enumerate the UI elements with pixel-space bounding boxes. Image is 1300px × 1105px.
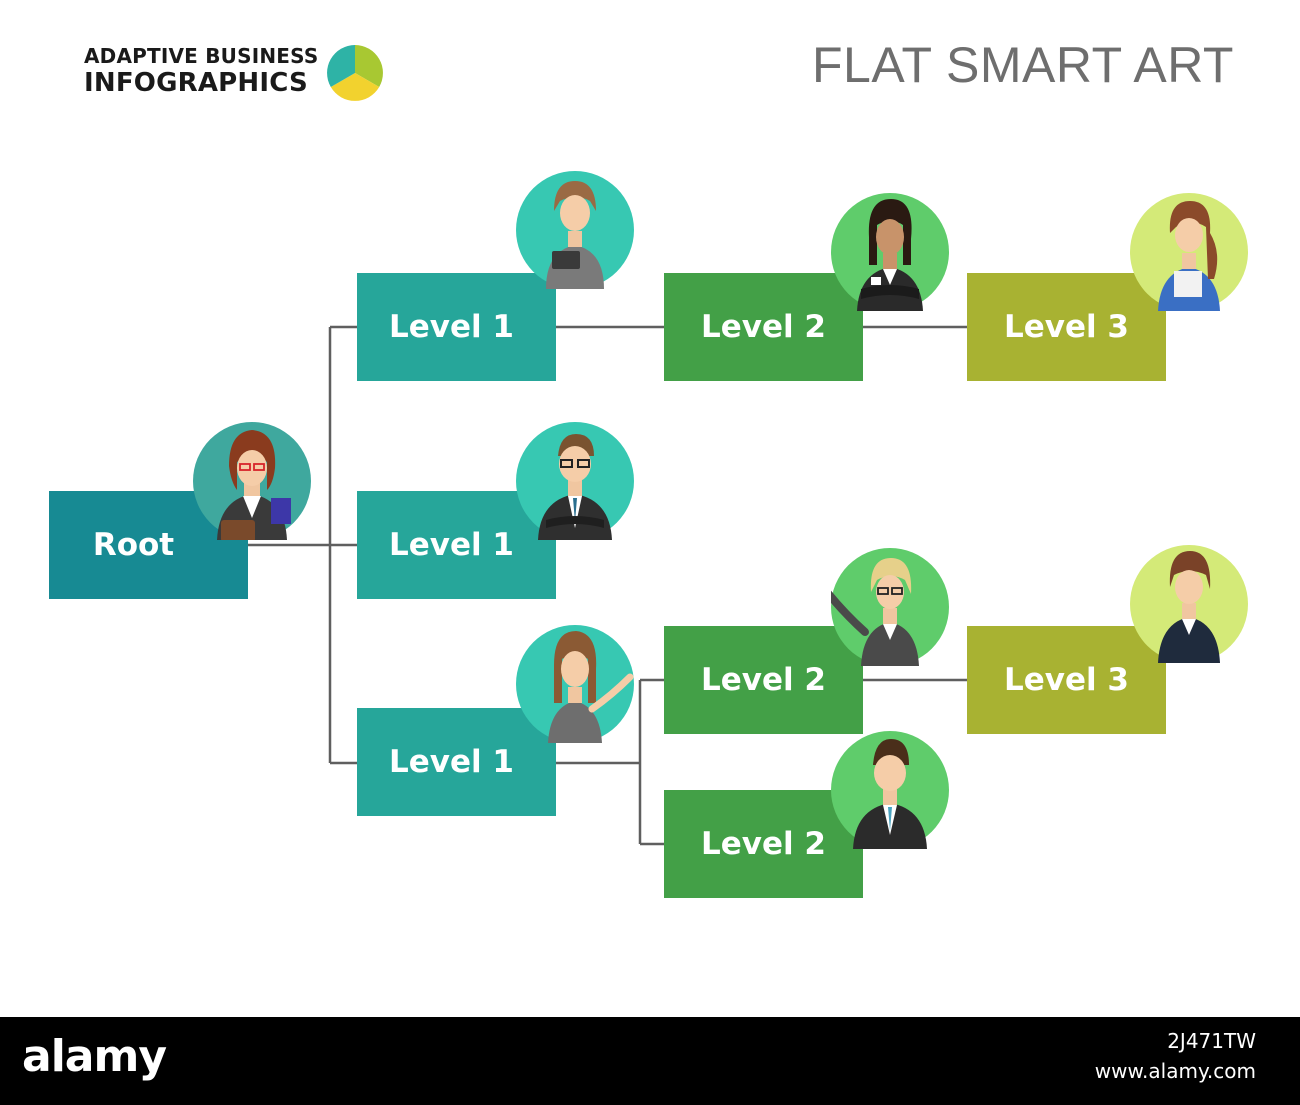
brand-title-line2: INFOGRAPHICS (84, 68, 308, 98)
node-level3-b-label: Level 3 (1004, 662, 1129, 698)
brand-title-line1: ADAPTIVE BUSINESS (84, 44, 319, 68)
footer-logo: alamy (22, 1031, 167, 1082)
node-level2-b-label: Level 2 (701, 662, 826, 698)
page-title: FLAT SMART ART (812, 37, 1234, 93)
node-level3-a: Level 3 (967, 273, 1166, 381)
woman-pointing-icon (516, 625, 634, 743)
footer-url: www.alamy.com (1094, 1059, 1256, 1083)
node-level3-a-label: Level 3 (1004, 309, 1129, 345)
node-root-label: Root (92, 527, 175, 563)
node-level1-a-label: Level 1 (389, 309, 514, 345)
node-level1-a: Level 1 (357, 273, 556, 381)
woman-in-blazer-icon (1130, 545, 1248, 663)
node-level2-c-label: Level 2 (701, 826, 826, 862)
footer-image-id: 2J471TW (1167, 1029, 1256, 1053)
node-level3-b: Level 3 (967, 626, 1166, 734)
node-level2-a: Level 2 (664, 273, 863, 381)
node-level2-c: Level 2 (664, 790, 863, 898)
woman-with-briefcase-icon (193, 422, 311, 540)
woman-with-papers-icon (1130, 193, 1248, 311)
node-level1-b: Level 1 (357, 491, 556, 599)
pie-logo-icon (327, 45, 383, 101)
node-level2-b: Level 2 (664, 626, 863, 734)
woman-presenting-icon (831, 548, 949, 666)
man-in-suit-icon (831, 731, 949, 849)
man-with-glasses-icon (516, 422, 634, 540)
node-level1-b-label: Level 1 (389, 527, 514, 563)
node-level1-c-label: Level 1 (389, 744, 514, 780)
node-level1-c: Level 1 (357, 708, 556, 816)
footer-bar: alamy 2J471TW www.alamy.com (0, 1017, 1300, 1105)
woman-arms-crossed-icon (831, 193, 949, 311)
node-level2-a-label: Level 2 (701, 309, 826, 345)
woman-with-tablet-icon (516, 171, 634, 289)
